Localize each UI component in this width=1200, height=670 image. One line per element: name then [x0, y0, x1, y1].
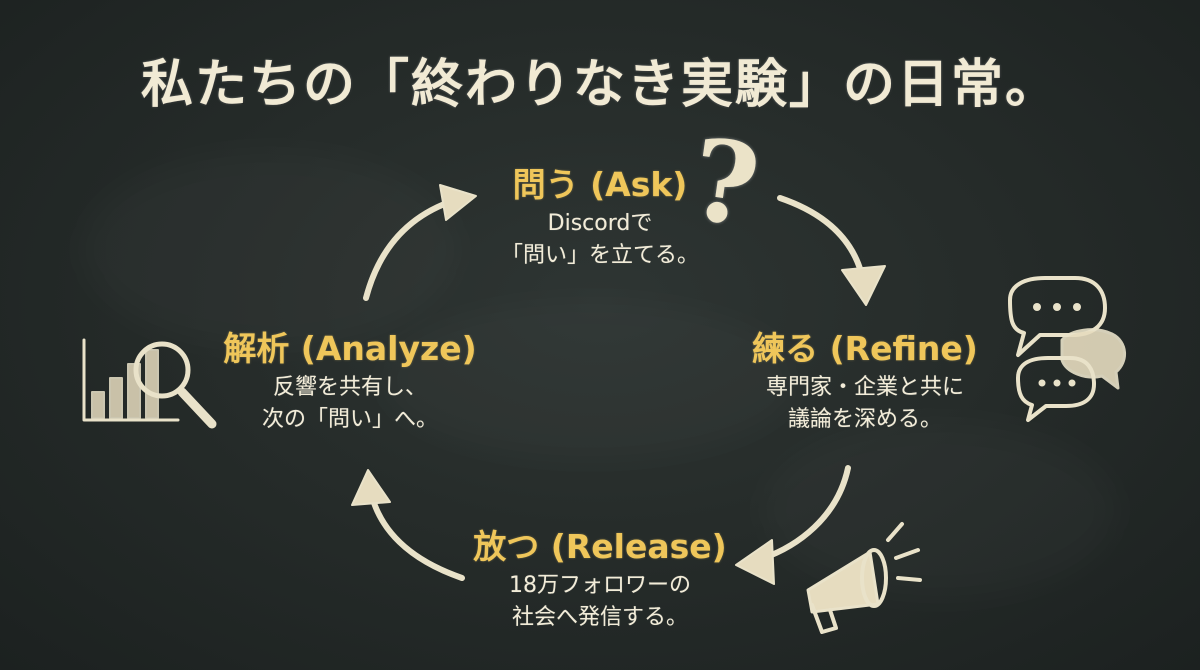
step-desc-analyze-line1: 反響を共有し、 — [272, 374, 427, 400]
step-heading-refine: 練る (Refine) — [752, 329, 978, 368]
cycle-step-analyze: 解析 (Analyze) 反響を共有し、 次の「問い」へ。 — [185, 330, 515, 436]
step-desc-release-line2: 社会へ発信する。 — [511, 604, 688, 630]
cycle-step-ask: 問う (Ask) Discordで 「問い」を立てる。 — [420, 166, 780, 272]
speech-bubbles-icon — [1008, 276, 1126, 422]
step-desc-refine-line2: 議論を深める。 — [787, 406, 942, 432]
bar-chart-magnifier-icon — [82, 338, 217, 429]
arrow-refine-to-release — [735, 465, 851, 585]
arrow-ask-to-refine — [777, 195, 886, 306]
step-heading-analyze: 解析 (Analyze) — [223, 329, 477, 368]
arrow-analyze-to-ask — [363, 184, 477, 301]
step-desc-analyze-line2: 次の「問い」へ。 — [261, 406, 438, 432]
cycle-step-refine: 練る (Refine) 専門家・企業と共に 議論を深める。 — [700, 330, 1030, 436]
arrow-release-to-analyze — [351, 469, 465, 581]
step-heading-ask: 問う (Ask) — [512, 165, 688, 204]
step-desc-ask-line2: 「問い」を立てる。 — [500, 242, 699, 268]
megaphone-icon — [806, 522, 922, 634]
step-heading-release: 放つ (Release) — [473, 527, 727, 566]
step-desc-release-line1: 18万フォロワーの — [509, 572, 691, 598]
cycle-step-release: 放つ (Release) 18万フォロワーの 社会へ発信する。 — [420, 528, 780, 634]
step-desc-refine-line1: 専門家・企業と共に — [765, 374, 964, 400]
step-desc-ask-line1: Discordで — [547, 210, 653, 236]
page-title: 私たちの「終わりなき実験」の日常。 — [140, 55, 1059, 115]
